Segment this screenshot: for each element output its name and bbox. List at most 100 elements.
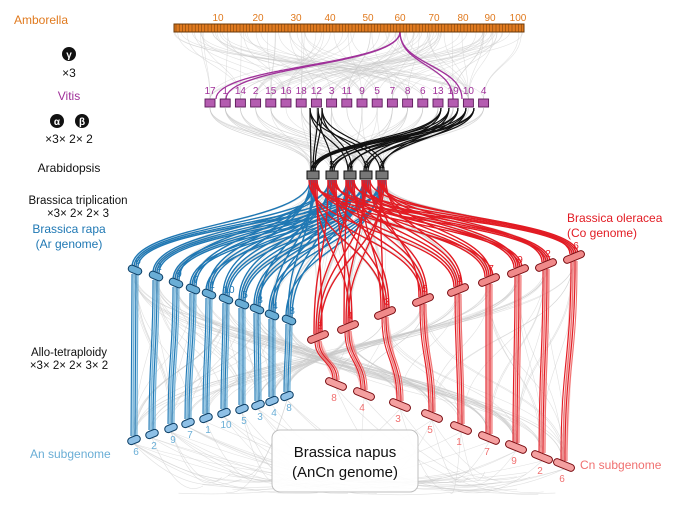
- synteny-link-gray: [310, 107, 408, 172]
- oleracea-chromosome: [374, 306, 396, 320]
- an-chromosome-body: [145, 428, 159, 440]
- cn-chromosome: [389, 398, 411, 412]
- vitis-chromosome: [462, 98, 474, 108]
- rapa-chromosome: [234, 298, 250, 310]
- rapa-chromosome-label: 6: [135, 256, 141, 267]
- synteny-link-gray: [287, 323, 515, 444]
- rapa-an-link: [148, 279, 154, 431]
- vitis-chromosome-label: 17: [204, 86, 216, 97]
- synteny-link-gray: [150, 293, 458, 431]
- synteny-link-gray: [209, 107, 331, 172]
- vitis-chromosome: [310, 98, 322, 108]
- cn-chromosome-label: 3: [395, 414, 401, 425]
- cn-chromosome-body: [325, 377, 347, 391]
- vitis-chromosome: [478, 98, 490, 108]
- rapa-an-link: [173, 286, 180, 425]
- triplication-multiplier: ×3× 2× 2× 3: [47, 208, 109, 220]
- synteny-link-gray: [255, 107, 315, 172]
- cn-chromosome-body: [553, 458, 575, 472]
- synteny-link-gray: [392, 31, 493, 100]
- rapa-an-link: [186, 292, 193, 420]
- synteny-link-gray: [361, 31, 485, 100]
- rapa-an-link: [150, 279, 156, 431]
- synteny-link-gray: [331, 31, 429, 100]
- rapa-an-link: [259, 312, 262, 402]
- cn-chromosome: [353, 387, 375, 401]
- an-chromosome-body: [251, 399, 265, 411]
- an-chromosome-body: [164, 422, 178, 434]
- rapa-chromosome-label: 1: [209, 280, 215, 291]
- rapa-an-link: [130, 273, 133, 437]
- oleracea-chromosome-body: [563, 250, 585, 264]
- synteny-link-gray: [399, 408, 526, 481]
- rapa-chromosome-label: 3: [257, 295, 263, 306]
- vitis-chromosome: [402, 98, 414, 108]
- oleracea-cn-link: [542, 268, 548, 454]
- vitis-chromosome-label: 9: [359, 86, 365, 97]
- synteny-link-gray: [240, 31, 242, 100]
- rapa-an-link: [208, 297, 213, 415]
- oleracea-cn-link: [383, 316, 400, 402]
- vitis-chromosome-label: 7: [390, 86, 396, 97]
- synteny-link-gray: [371, 31, 393, 100]
- synteny-link-gray: [452, 31, 484, 100]
- synteny-link-gray: [170, 431, 222, 484]
- oleracea-cn-link: [344, 330, 362, 391]
- synteny-link-gray: [346, 31, 434, 100]
- synteny-link-gray: [316, 31, 504, 100]
- rapa-an-link: [169, 286, 176, 425]
- rapa-an-link: [222, 302, 226, 410]
- oleracea-cn-link: [381, 316, 398, 402]
- rapa-label: Brassica rapa: [32, 222, 106, 236]
- arabidopsis-rapa-link: [287, 179, 313, 318]
- synteny-link-gray: [399, 408, 454, 492]
- rapa-chromosome-body: [148, 270, 164, 282]
- oleracea-chromosome-label: 2: [545, 249, 551, 260]
- synteny-link-gray: [335, 387, 539, 495]
- rapa-an-link: [287, 323, 291, 393]
- rapa-chromosome-body: [281, 314, 297, 326]
- arabidopsis-chromosome-label: 5: [329, 159, 335, 171]
- vitis-chromosome-label: 13: [432, 86, 444, 97]
- vitis-chromosome-label: 19: [448, 86, 460, 97]
- synteny-link-gray: [517, 274, 563, 462]
- synteny-link-gray: [186, 31, 241, 100]
- vitis-chromosome: [265, 98, 277, 108]
- oleracea-cn-link: [454, 293, 459, 425]
- synteny-link-gray: [433, 260, 574, 413]
- synteny-link-gray: [209, 31, 438, 100]
- rapa-chromosome-label: 2: [156, 262, 162, 273]
- an-chromosome-label: 9: [170, 435, 176, 446]
- synteny-link-gray: [255, 31, 496, 100]
- synteny-link-gray: [260, 31, 408, 100]
- rapa-an-link: [154, 279, 160, 431]
- synteny-link-gray: [270, 107, 385, 172]
- an-chromosome-label: 10: [220, 420, 232, 431]
- vitis-chromosome-label: 8: [405, 86, 411, 97]
- arabidopsis-rapa-link: [272, 179, 315, 313]
- synteny-link-gray: [203, 31, 211, 100]
- synteny-link-gray: [431, 260, 574, 413]
- arabidopsis-chromosome: [359, 170, 373, 180]
- synteny-link-gray: [386, 316, 565, 462]
- vitis-chromosome-label: 2: [253, 86, 259, 97]
- synteny-link-gray: [212, 31, 469, 100]
- synteny-link-gray: [285, 31, 317, 100]
- synteny-link-gray: [133, 443, 318, 494]
- rapa-an-link: [220, 302, 224, 410]
- an-chromosome-body: [280, 390, 294, 402]
- arabidopsis-oleracea-link: [343, 179, 347, 325]
- vitis-chromosome-label: 4: [481, 86, 487, 97]
- oleracea-cn-link: [425, 303, 436, 413]
- synteny-link-gray: [135, 273, 367, 391]
- cn-chromosome-body: [531, 450, 553, 464]
- oleracea-cn-link: [423, 303, 434, 413]
- rapa-an-ribbon: [239, 307, 245, 406]
- an-subgenome-label: An subgenome: [30, 447, 111, 461]
- synteny-link-gray: [364, 179, 574, 255]
- synteny-link-gray: [286, 283, 492, 393]
- cn-chromosome-body: [450, 421, 472, 435]
- an-chromosome-label: 3: [257, 412, 263, 423]
- synteny-link-gray: [240, 107, 311, 172]
- oleracea-cn-link: [350, 330, 368, 391]
